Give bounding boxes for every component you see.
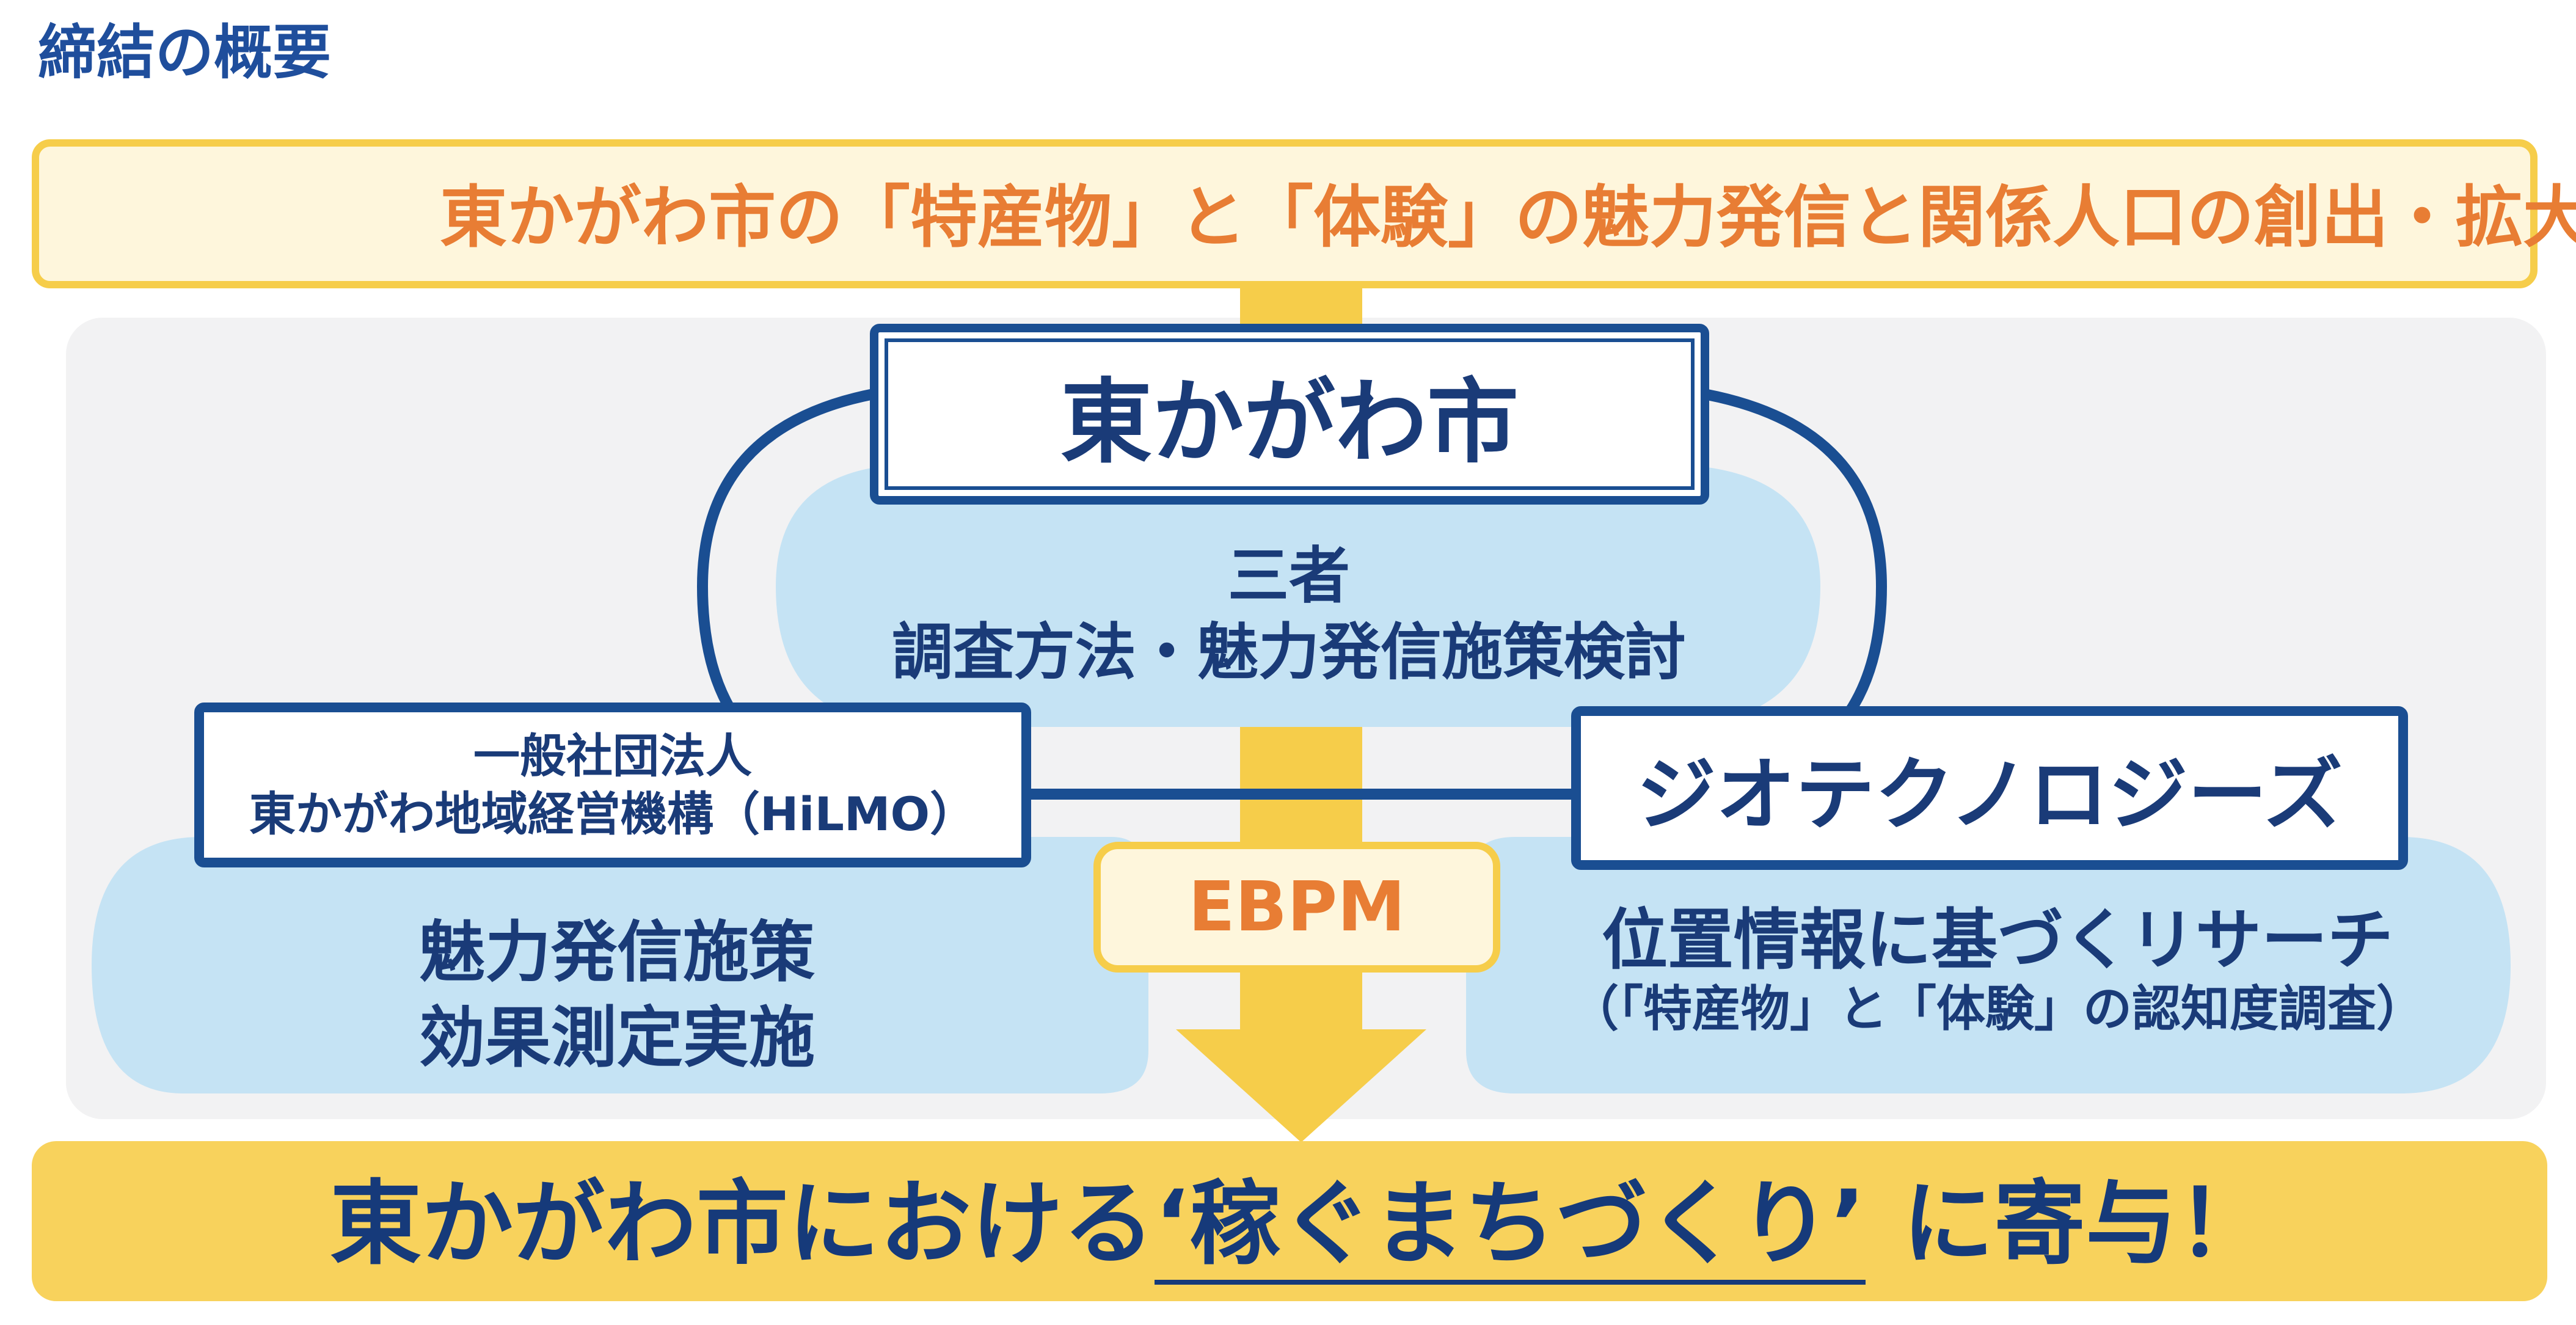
city-cloud <box>776 464 1820 727</box>
hilmo-role-line1: 魅力発信施策 <box>418 914 815 991</box>
city-box: 東かがわ市 <box>870 324 1709 505</box>
hilmo-role: 魅力発信施策 効果測定実施 <box>122 910 1112 1082</box>
outcome-prefix: 東かがわ市における <box>330 1171 1155 1277</box>
hilmo-line2: 東かがわ地域経営機構（HiLMO） <box>249 787 977 841</box>
page-title: 締結の概要 <box>38 18 331 87</box>
outcome-bar <box>32 1141 2547 1301</box>
hilmo-role-line2: 効果測定実施 <box>418 1000 815 1077</box>
hilmo-line1: 一般社団法人 <box>473 729 752 783</box>
ebpm-badge: EBPM <box>1093 842 1500 973</box>
arrow-head <box>1176 1029 1426 1142</box>
city-role: 三者 調査方法・魅力発信施策検討 <box>770 538 1808 690</box>
outcome-suffix: に寄与！ <box>1902 1171 2269 1277</box>
city-name: 東かがわ市 <box>1060 369 1519 476</box>
geo-role-line1: 位置情報に基づくリサーチ <box>1601 902 2393 979</box>
goal-banner <box>32 139 2538 288</box>
outcome-text: 東かがわ市における‘稼ぐまちづくり’ に寄与！ <box>330 1171 2269 1285</box>
ebpm-label: EBPM <box>1188 867 1406 947</box>
hilmo-box: 一般社団法人 東かがわ地域経営機構（HiLMO） <box>194 703 1031 867</box>
hilmo-cloud <box>92 837 1148 1093</box>
geo-role-line2: （「特産物」と「体験」の認知度調査） <box>1570 980 2425 1037</box>
geo-name: ジオテクノロジーズ <box>1636 748 2343 841</box>
goal-banner-text: 東かがわ市の「特産物」と「体験」の魅力発信と関係人口の創出・拡大 <box>440 178 2576 257</box>
geo-box: ジオテクノロジーズ <box>1571 706 2408 870</box>
geo-cloud <box>1466 837 2511 1093</box>
city-role-line2: 調査方法・魅力発信施策検討 <box>892 616 1686 688</box>
outcome-emphasis: ‘稼ぐまちづくり’ <box>1155 1171 1866 1285</box>
city-role-line1: 三者 <box>1228 540 1350 611</box>
